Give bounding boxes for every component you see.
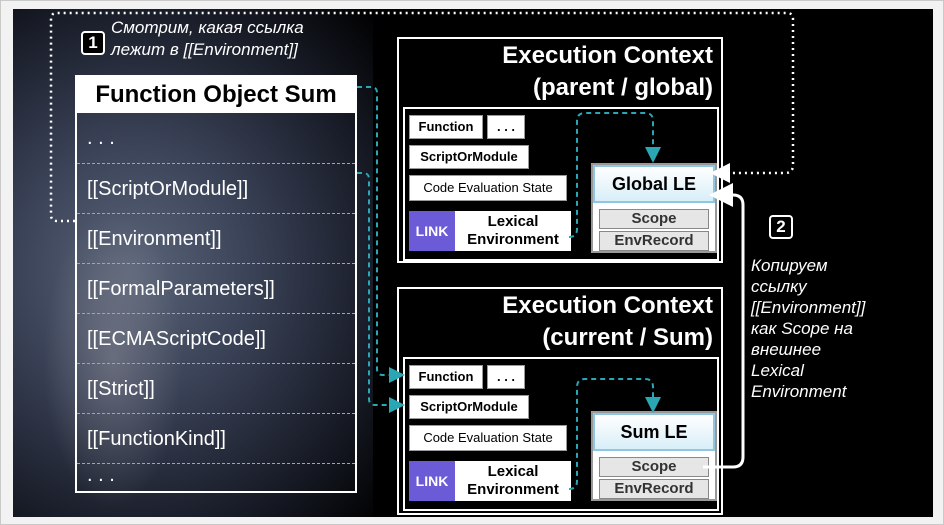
environment-lookup-arrow bbox=[49, 11, 795, 223]
ec-parent-lex-env: Lexical Environment bbox=[455, 211, 571, 251]
ec-parent-title-1: Execution Context bbox=[502, 42, 713, 69]
script-to-current-arrow bbox=[357, 172, 405, 413]
ec-current-lex-env: Lexical Environment bbox=[455, 461, 571, 501]
fo-row-script-or-module: [[ScriptOrModule]] bbox=[77, 163, 355, 213]
parent-link-arrow bbox=[568, 112, 661, 238]
ec-current-lex-env-line1: Lexical bbox=[487, 463, 539, 480]
fo-row-formal-parameters: [[FormalParameters]] bbox=[77, 263, 355, 313]
sum-le-title: Sum LE bbox=[593, 413, 715, 451]
slide: 1 Смотрим, какая ссылка лежит в [[Enviro… bbox=[13, 9, 933, 517]
sum-le-envrecord: EnvRecord bbox=[599, 479, 709, 499]
ec-parent-script-cell: ScriptOrModule bbox=[409, 145, 529, 169]
ec-parent-code-eval-cell: Code Evaluation State bbox=[409, 175, 567, 201]
ec-current-function-cell: Function bbox=[409, 365, 483, 389]
fo-row-dots-bottom: . . . bbox=[77, 463, 355, 491]
fo-row-function-kind: [[FunctionKind]] bbox=[77, 413, 355, 463]
current-link-arrow bbox=[568, 378, 661, 490]
ec-current-script-cell: ScriptOrModule bbox=[409, 395, 529, 419]
note-2-line-7: Environment bbox=[751, 382, 847, 401]
execution-context-parent: Execution Context (parent / global) Func… bbox=[397, 37, 723, 263]
note-1-line-2: лежит в [[Environment]] bbox=[111, 40, 298, 59]
execution-context-current: Execution Context (current / Sum) Functi… bbox=[397, 287, 723, 515]
note-1-line-1: Смотрим, какая ссылка bbox=[111, 18, 304, 37]
ec-current-dots-cell: . . . bbox=[487, 365, 525, 389]
note-2: Копируем ссылку [[Environment]] как Scop… bbox=[751, 255, 931, 402]
ec-current-inner: Function . . . ScriptOrModule Code Evalu… bbox=[403, 357, 719, 511]
function-object-box: Function Object Sum . . . [[ScriptOrModu… bbox=[75, 75, 357, 493]
fo-row-environment: [[Environment]] bbox=[77, 213, 355, 263]
fo-row-dots-top: . . . bbox=[87, 127, 115, 149]
ec-current-lex-env-line2: Environment bbox=[467, 481, 559, 498]
global-le-scope: Scope bbox=[599, 209, 709, 229]
ec-parent-lex-env-line1: Lexical bbox=[487, 213, 539, 230]
ec-parent-dots-cell: . . . bbox=[487, 115, 525, 139]
scope-copy-arrow bbox=[703, 183, 745, 469]
global-le-envrecord: EnvRecord bbox=[599, 231, 709, 251]
connector-arrows bbox=[49, 11, 795, 490]
ec-parent-lex-env-line2: Environment bbox=[467, 231, 559, 248]
note-2-line-1: Копируем bbox=[751, 256, 828, 275]
ec-parent-title-2: (parent / global) bbox=[533, 74, 713, 101]
background-photo-highlight bbox=[43, 209, 183, 509]
function-object-title: Function Object Sum bbox=[77, 77, 355, 113]
ec-parent-link-badge: LINK bbox=[409, 211, 455, 251]
ec-current-code-eval-cell: Code Evaluation State bbox=[409, 425, 567, 451]
fo-row-strict: [[Strict]] bbox=[77, 363, 355, 413]
sum-le-scope: Scope bbox=[599, 457, 709, 477]
note-2-line-5: внешнее bbox=[751, 340, 822, 359]
step-1-badge: 1 bbox=[81, 31, 105, 55]
ec-current-link-badge: LINK bbox=[409, 461, 455, 501]
ec-current-title-1: Execution Context bbox=[502, 292, 713, 319]
global-le-title: Global LE bbox=[593, 165, 715, 203]
ec-current-title-2: (current / Sum) bbox=[542, 324, 713, 351]
ec-parent-function-cell: Function bbox=[409, 115, 483, 139]
note-2-line-3: [[Environment]] bbox=[751, 298, 866, 317]
note-2-line-6: Lexical bbox=[751, 361, 804, 380]
fo-row-ecmascript-code: [[ECMAScriptCode]] bbox=[77, 313, 355, 363]
note-2-line-2: ссылку bbox=[751, 277, 807, 296]
global-le-box: Global LE Scope EnvRecord bbox=[591, 163, 717, 253]
step-2-badge: 2 bbox=[769, 215, 793, 239]
function-to-current-arrow bbox=[357, 86, 405, 383]
note-2-line-4: как Scope на bbox=[751, 319, 853, 338]
